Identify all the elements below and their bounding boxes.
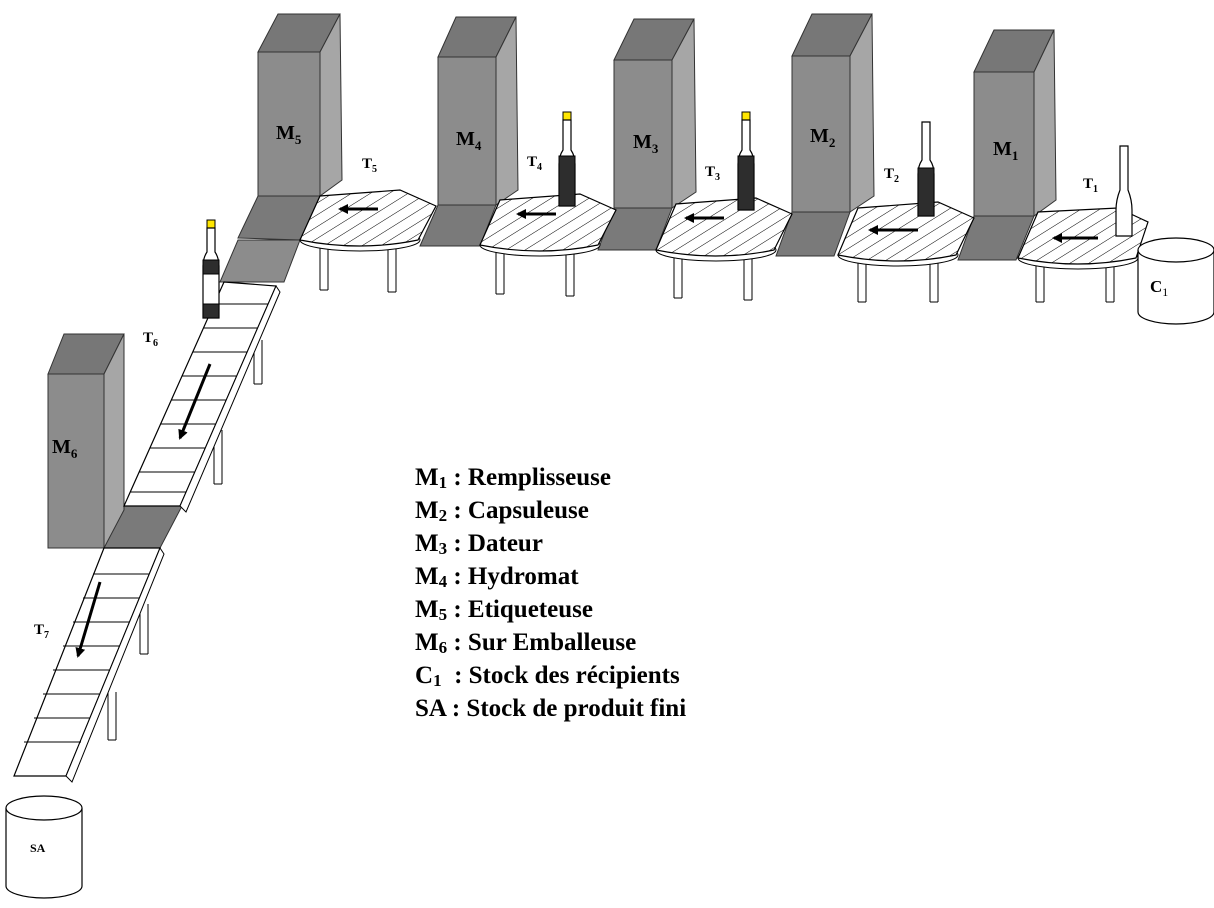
conveyor-t4: T4: [479, 154, 617, 297]
stock-c1: C1: [1137, 237, 1214, 325]
bottle-filled-t2: [917, 121, 935, 217]
conveyor-t7-letter: T: [34, 622, 44, 638]
stock-c1-sub: 1: [1162, 285, 1168, 299]
svg-text:T4: T4: [527, 154, 542, 173]
legend-item-m2: M2 : Capsuleuse: [415, 497, 589, 525]
machine-m5-letter: M: [276, 122, 295, 144]
svg-text:M6: M6: [52, 436, 78, 461]
machine-m2-sub: 2: [829, 135, 836, 150]
machine-m4: M4: [419, 16, 519, 247]
conveyor-t2-letter: T: [884, 166, 894, 182]
machine-m1-letter: M: [993, 138, 1012, 160]
conveyor-t5: T5: [299, 156, 437, 293]
conveyor-t7: T7: [13, 546, 165, 783]
svg-text:T7: T7: [34, 622, 49, 641]
legend-item-m6: M6 : Sur Emballeuse: [415, 629, 637, 657]
connector-m5-t6: [219, 239, 301, 283]
svg-text:M3: M3: [633, 131, 659, 156]
machine-m6: M6: [47, 333, 183, 549]
svg-text:M5: M5: [276, 122, 302, 147]
conveyor-t5-letter: T: [362, 156, 372, 172]
legend-item-m5: M5 : Etiqueteuse: [415, 596, 593, 624]
machine-m1: M1: [957, 29, 1057, 261]
legend: M1 : Remplisseuse M2 : Capsuleuse M3 : D…: [415, 461, 686, 725]
legend-item-m3: M3 : Dateur: [415, 530, 543, 558]
machine-m3-letter: M: [633, 131, 652, 153]
machine-m4-sub: 4: [475, 138, 482, 153]
conveyor-t6-letter: T: [143, 330, 153, 346]
stock-c1-letter: C: [1150, 277, 1162, 296]
conveyor-t2-sub: 2: [894, 174, 899, 185]
svg-text:T1: T1: [1083, 176, 1098, 195]
svg-text:C1: C1: [1150, 277, 1168, 299]
legend-item-c1: C1 : Stock des récipients: [415, 662, 680, 690]
bottle-capped-t3: [737, 111, 755, 211]
machine-m5-sub: 5: [295, 132, 302, 147]
svg-text:T2: T2: [884, 166, 899, 185]
machine-m2: M2: [775, 13, 875, 257]
bottle-labeled-t6: [202, 219, 220, 319]
conveyor-t1-sub: 1: [1093, 184, 1098, 195]
legend-item-m4: M4 : Hydromat: [415, 563, 579, 591]
conveyor-t1-letter: T: [1083, 176, 1093, 192]
machine-m3: M3: [597, 18, 697, 251]
machine-m3-sub: 3: [652, 141, 659, 156]
svg-text:M1: M1: [993, 138, 1018, 163]
legend-item-sa: SA : Stock de produit fini: [415, 695, 687, 722]
conveyor-t6-sub: 6: [153, 338, 158, 349]
svg-text:M2: M2: [810, 125, 835, 150]
conveyor-t3-sub: 3: [715, 172, 720, 183]
stock-sa-label: SA: [30, 841, 46, 855]
svg-text:T3: T3: [705, 164, 720, 183]
machine-m4-letter: M: [456, 128, 475, 150]
machine-m1-sub: 1: [1012, 148, 1019, 163]
conveyor-t7-sub: 7: [44, 630, 49, 641]
conveyor-t2: T2: [837, 166, 975, 303]
svg-text:M4: M4: [456, 128, 482, 153]
conveyor-t4-sub: 4: [537, 162, 542, 173]
svg-text:T5: T5: [362, 156, 377, 175]
machine-m6-letter: M: [52, 436, 71, 458]
conveyor-t3-letter: T: [705, 164, 715, 180]
bottle-empty-t1: [1115, 145, 1133, 237]
machine-m6-sub: 6: [71, 446, 78, 461]
svg-text:T6: T6: [143, 330, 158, 349]
conveyor-t4-letter: T: [527, 154, 537, 170]
machine-m5: M5: [237, 13, 343, 241]
conveyor-t3: T3: [655, 164, 793, 301]
conveyor-t5-sub: 5: [372, 164, 377, 175]
bottle-capped-t4: [558, 111, 576, 207]
stock-sa: SA: [5, 795, 83, 899]
legend-item-m1: M1 : Remplisseuse: [415, 464, 611, 492]
conveyor-t6: T6: [123, 281, 281, 513]
machine-m2-letter: M: [810, 125, 829, 147]
